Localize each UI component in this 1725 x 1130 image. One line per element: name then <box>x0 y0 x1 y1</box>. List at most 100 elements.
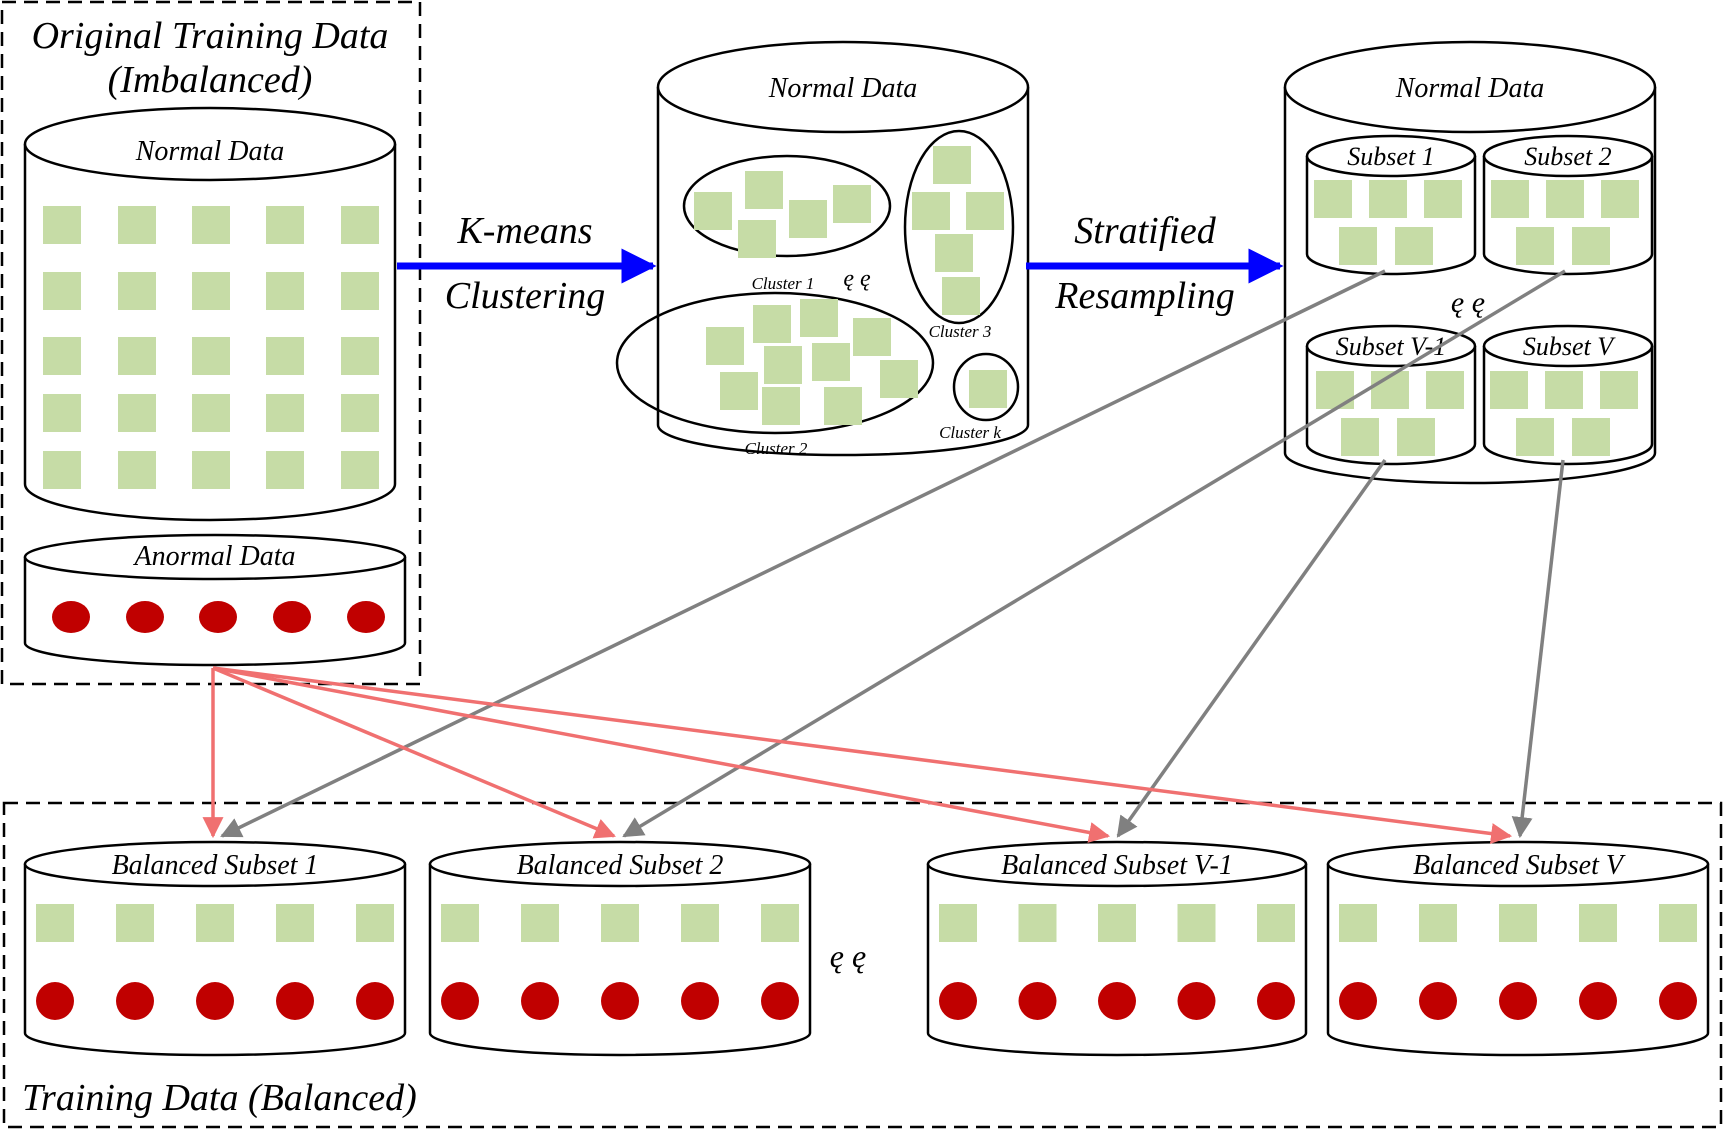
normal-sample <box>1491 180 1529 218</box>
normal-sample <box>681 904 719 942</box>
normal-sample <box>192 206 230 244</box>
normal-sample <box>266 272 304 310</box>
subset-label: Subset 2 <box>1524 142 1611 171</box>
normal-sample <box>1490 371 1528 409</box>
normal-sample <box>761 904 799 942</box>
normal-sample <box>341 394 379 432</box>
normal-sample <box>1499 904 1537 942</box>
normal-sample <box>762 387 800 425</box>
anormal-sample <box>199 601 237 633</box>
normal-sample <box>800 299 838 337</box>
normal-sample <box>1659 904 1697 942</box>
original-normal-label: Normal Data <box>135 136 285 167</box>
normal-sample <box>1579 904 1617 942</box>
anormal-sample <box>939 982 977 1020</box>
subset-label: Subset 1 <box>1347 142 1434 171</box>
normal-sample <box>1018 904 1057 942</box>
subset-2-cylinder: Subset 2 <box>1482 134 1654 276</box>
normal-sample <box>1316 371 1354 409</box>
subset-3-cylinder: Subset V-1 <box>1305 324 1477 466</box>
kmeans-db-label: Normal Data <box>768 73 918 104</box>
normal-sample <box>1314 180 1352 218</box>
balanced-title: Training Data (Balanced) <box>22 1077 417 1119</box>
anormal-sample <box>52 601 90 633</box>
cluster-1-label: Cluster 1 <box>752 274 815 293</box>
normal-sample <box>192 337 230 375</box>
arrow-anormal-to-balancedv <box>212 666 1513 844</box>
normal-sample <box>341 272 379 310</box>
original-anormal-samples <box>52 601 385 633</box>
anormal-sample <box>1579 982 1617 1020</box>
normal-sample <box>1424 180 1462 218</box>
balanced-subset-label: Balanced Subset 1 <box>112 850 319 881</box>
anormal-sample <box>1177 982 1216 1020</box>
normal-sample <box>1426 371 1464 409</box>
cluster-1-ellipse <box>682 154 892 258</box>
normal-sample <box>1516 227 1554 265</box>
normal-sample <box>880 360 918 398</box>
normal-sample <box>812 343 850 381</box>
anormal-sample <box>1257 982 1295 1020</box>
normal-sample <box>1369 180 1407 218</box>
subset-1-cylinder: Subset 1 <box>1305 134 1477 276</box>
anormal-sample <box>1659 982 1697 1020</box>
anormal-sample <box>1499 982 1537 1020</box>
subset-4-cylinder: Subset V <box>1482 324 1654 466</box>
normal-sample <box>706 327 744 365</box>
normal-sample <box>118 272 156 310</box>
anormal-sample <box>273 601 311 633</box>
anormal-sample <box>761 982 799 1020</box>
anormal-sample <box>276 982 314 1020</box>
normal-sample <box>1419 904 1457 942</box>
stratified-db-label: Normal Data <box>1395 73 1545 104</box>
original-title-line1: Original Training Data <box>32 15 389 57</box>
stratified-subsets: Subset 1 Subset 2 Subset V-1 Subset V <box>1305 134 1654 466</box>
normal-sample <box>43 272 81 310</box>
normal-sample <box>912 192 950 230</box>
normal-sample <box>1339 904 1377 942</box>
anormal-flow-arrows <box>202 666 1513 844</box>
normal-sample <box>745 171 783 209</box>
normal-sample <box>966 192 1004 230</box>
normal-sample <box>116 904 154 942</box>
arrow-subsetv-to-balancedv <box>1511 459 1565 839</box>
subset-ellipsis: ę ę <box>1451 286 1485 319</box>
normal-sample <box>266 451 304 489</box>
normal-sample <box>933 146 971 184</box>
normal-sample <box>43 337 81 375</box>
kmeans-label-line2: Clustering <box>445 275 605 317</box>
anormal-sample <box>1339 982 1377 1020</box>
normal-sample <box>1098 904 1136 942</box>
anormal-sample <box>681 982 719 1020</box>
normal-sample <box>192 394 230 432</box>
normal-sample <box>1600 371 1638 409</box>
cluster-k-ellipse <box>952 352 1020 422</box>
balanced-ellipsis: ę ę <box>830 938 866 974</box>
normal-sample <box>276 904 314 942</box>
balanced-data-group <box>2 801 1723 1129</box>
anormal-sample <box>196 982 234 1020</box>
subset-label: Subset V-1 <box>1336 332 1447 361</box>
normal-sample <box>720 372 758 410</box>
balanced-subset-label: Balanced Subset V <box>1413 850 1626 881</box>
normal-sample <box>969 370 1007 408</box>
normal-sample <box>764 346 802 384</box>
anormal-sample <box>1419 982 1457 1020</box>
cluster-k-label: Cluster k <box>939 423 1001 442</box>
normal-sample <box>43 451 81 489</box>
normal-sample <box>935 234 973 272</box>
original-title-line2: (Imbalanced) <box>108 59 313 101</box>
normal-sample <box>266 337 304 375</box>
normal-sample <box>789 200 827 238</box>
anormal-sample <box>441 982 479 1020</box>
arrow-anormal-to-balanced2 <box>212 666 616 839</box>
normal-sample <box>266 394 304 432</box>
normal-sample <box>36 904 74 942</box>
cluster-3-label: Cluster 3 <box>929 322 992 341</box>
anormal-sample <box>347 601 385 633</box>
balanced-subset-1-cylinder: Balanced Subset 1 <box>23 840 407 1057</box>
cluster-2-ellipse <box>615 291 935 435</box>
normal-sample <box>118 394 156 432</box>
normal-sample <box>196 904 234 942</box>
normal-sample <box>118 337 156 375</box>
